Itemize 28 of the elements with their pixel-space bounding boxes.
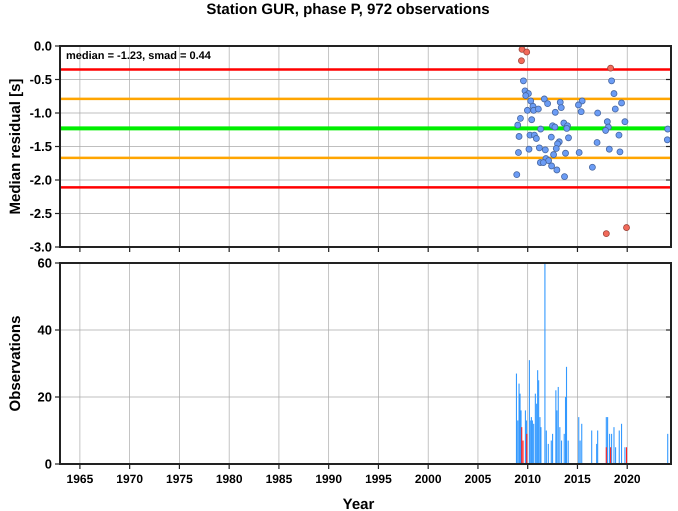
axis-title: Median residual [s] xyxy=(7,78,24,214)
tick-label: 1975 xyxy=(166,472,193,486)
tick-label: 60 xyxy=(38,256,52,270)
tick-label: -1.5 xyxy=(30,139,52,154)
tick-label: 1990 xyxy=(315,472,342,486)
tick-label: -2.5 xyxy=(30,206,52,221)
tick-label: 2010 xyxy=(514,472,542,486)
axis-title: Observations xyxy=(7,316,24,412)
tick-label: 1980 xyxy=(216,472,243,486)
tick-label: 1985 xyxy=(266,472,292,486)
tick-label: 2020 xyxy=(614,472,641,486)
tick-label: 40 xyxy=(38,322,52,338)
tick-label: -2.0 xyxy=(30,172,52,188)
stats-annotation: median = -1.23, smad = 0.44 xyxy=(66,50,211,62)
tick-label: 2015 xyxy=(564,472,591,486)
tick-label: -1.0 xyxy=(30,106,52,120)
tick-label: 20 xyxy=(38,390,52,404)
tick-label: 0.0 xyxy=(34,38,52,54)
tick-label: 2005 xyxy=(464,472,492,486)
tick-label: -3.0 xyxy=(30,240,52,254)
tick-label: 1995 xyxy=(365,472,392,486)
tick-label: -0.5 xyxy=(30,72,52,87)
tick-label: 1965 xyxy=(66,472,94,486)
chart-title: Station GUR, phase P, 972 observations xyxy=(206,1,490,18)
tick-label: 2000 xyxy=(414,472,442,486)
axis-title: Year xyxy=(342,496,374,511)
tick-label: 0 xyxy=(44,456,52,472)
tick-label: 1970 xyxy=(116,472,143,486)
